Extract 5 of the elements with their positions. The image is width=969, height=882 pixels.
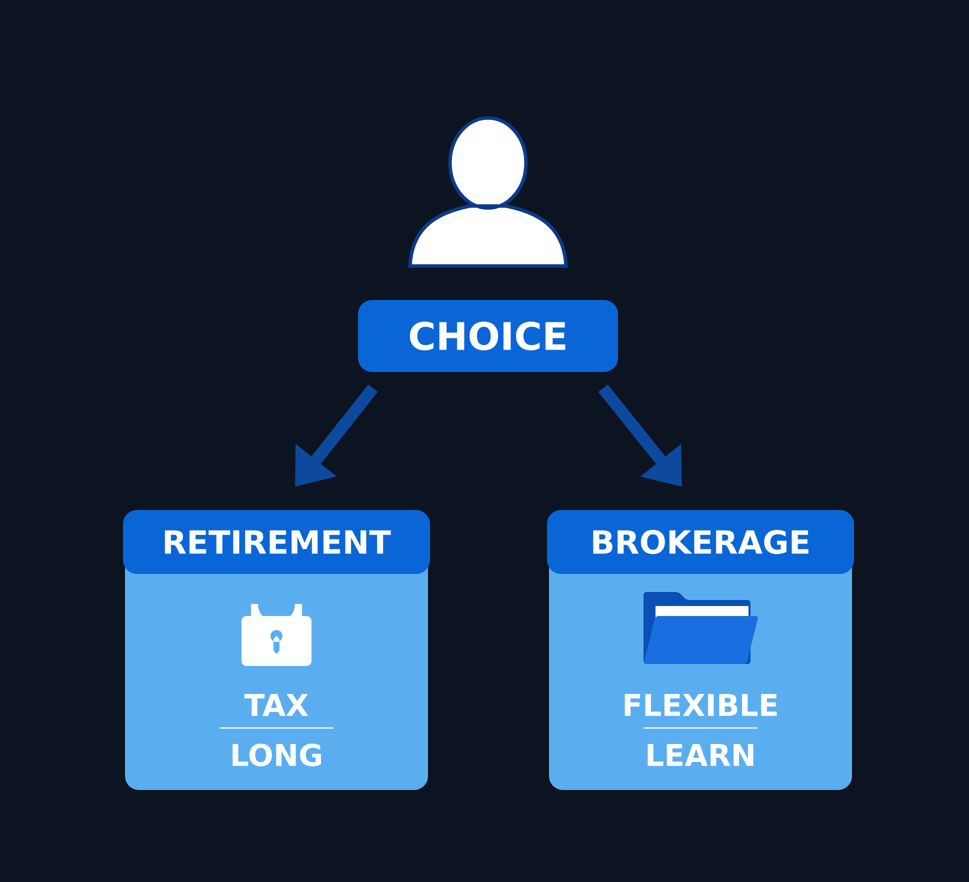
card-text: LEARN xyxy=(648,744,754,766)
card-text: TAX xyxy=(244,694,308,716)
card-text: LONG xyxy=(232,744,321,766)
label-box: CHOICE xyxy=(358,300,618,372)
card-text: FLEXIBLE xyxy=(624,694,777,716)
